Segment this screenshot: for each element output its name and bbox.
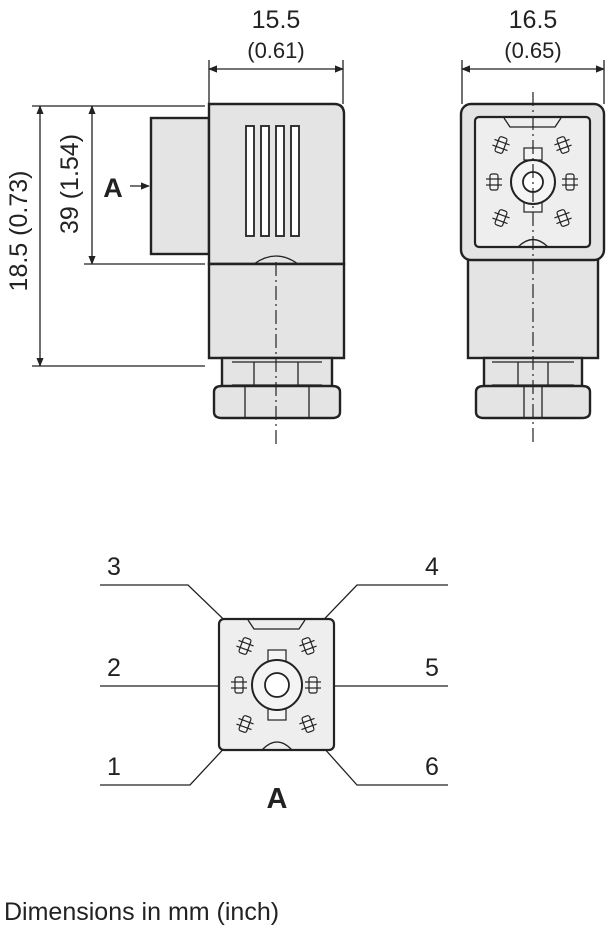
side-cable-nut [212,384,342,420]
view-a-marker: A [103,173,123,203]
front-cable-nut [474,384,592,420]
side-grip-slots [245,125,300,237]
detail-view-a: 3 2 1 4 5 6 A [100,553,448,815]
pin-label-2: 2 [107,654,121,682]
detail-view-label: A [267,783,288,815]
dimensions-caption: Dimensions in mm (inch) [4,898,280,926]
pin-label-5: 5 [425,654,439,682]
side-plug-block [149,116,211,256]
inner-height-label: 39 (1.54) [56,134,84,234]
side-view: 15.5 (0.61) 18.5 (0.73) 39 (1.54) A [5,6,346,444]
side-width-label: 15.5 [252,6,301,34]
front-width-label: 16.5 [509,6,558,34]
side-cable-gland [220,356,334,390]
pin-label-3: 3 [107,553,121,581]
front-view: 16.5 (0.65) [459,6,606,444]
total-height-label: 18.5 (0.73) [5,171,33,292]
pin-label-1: 1 [107,753,121,781]
side-width-inch-label: (0.61) [247,38,304,63]
pin-label-6: 6 [425,753,439,781]
pin-label-4: 4 [425,553,439,581]
front-width-inch-label: (0.65) [504,38,561,63]
